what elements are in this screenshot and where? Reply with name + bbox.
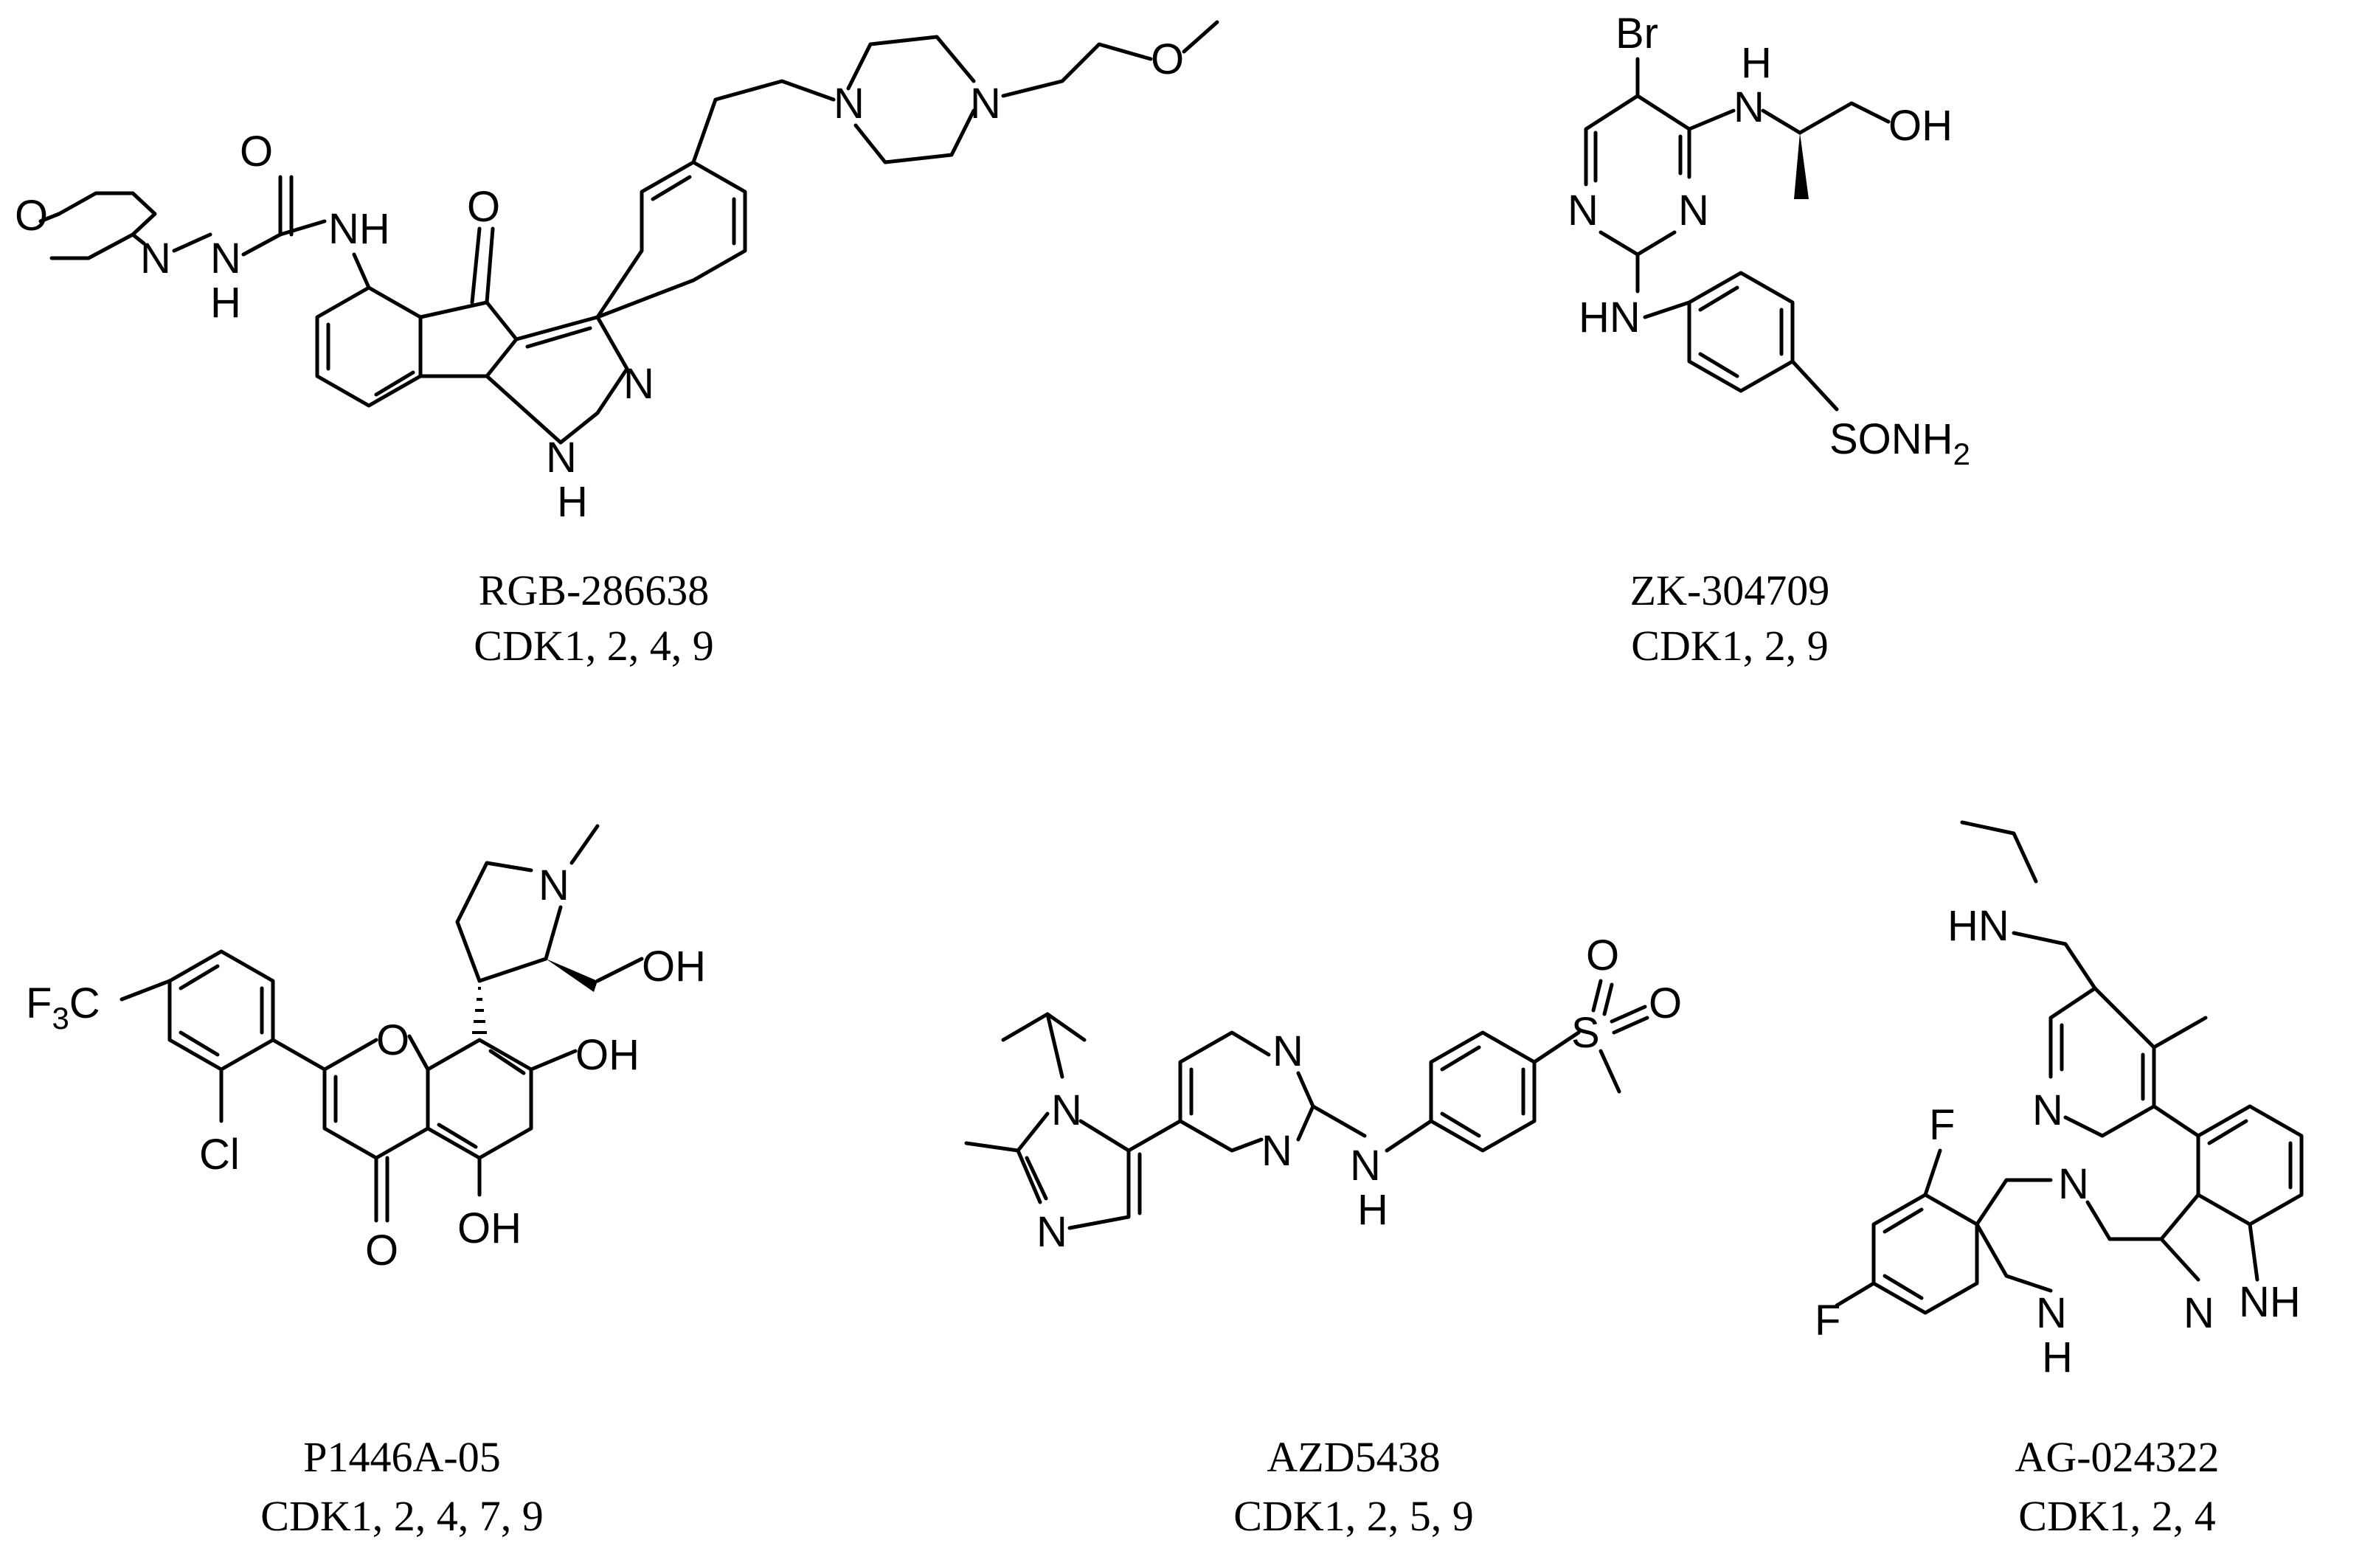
compound-name-5: AG-024322 — [2015, 1433, 2219, 1481]
atom-n-morpholine: N — [140, 235, 171, 282]
atom-f-1: F — [1929, 1101, 1955, 1149]
compound-targets-4: CDK1, 2, 5, 9 — [1233, 1492, 1473, 1540]
atom-h-hydrazide: H — [210, 279, 241, 327]
compound-targets-5: CDK1, 2, 4 — [2018, 1492, 2215, 1540]
atom-h-pyrazole: H — [557, 478, 588, 526]
atom-o-methoxy: O — [1151, 35, 1184, 83]
atom-oh-zk: OH — [1888, 102, 1953, 150]
structure-azd5438: N N N N N H S O O AZD5438 CDK1, 2, 5, 9 — [964, 932, 1682, 1540]
atom-nh-urea: NH — [328, 205, 390, 253]
hash-bond — [472, 987, 487, 1034]
atom-n-imidazole-2: N — [1036, 1208, 1067, 1256]
atom-n-pyrimidine-1: N — [1568, 187, 1599, 235]
atom-oh-a1: OH — [575, 1031, 640, 1079]
atom-hn-ethylamine: HN — [1947, 902, 2009, 950]
atom-h-amine: H — [1741, 39, 1772, 87]
atom-cl: Cl — [199, 1131, 240, 1179]
atom-oh-a2: OH — [457, 1204, 522, 1252]
atom-n-pyrrolidine: N — [538, 861, 569, 909]
atom-nh-benzimid: N — [2036, 1289, 2067, 1337]
atom-oh-pyrrolidine: OH — [642, 943, 706, 991]
atom-o-sulfonyl-2: O — [1649, 979, 1682, 1027]
atom-n-pyrazole: N — [623, 360, 654, 408]
atom-br: Br — [1615, 10, 1658, 58]
structure-zk-304709: Br N N N H OH HN SONH2 ZK-304709 CDK1, 2… — [1568, 10, 1970, 670]
atom-n-indazole: N — [2183, 1289, 2214, 1337]
structure-p1446a-05: F3C Cl O O OH OH — [26, 824, 706, 1540]
atom-nh-indazole: NH — [2239, 1278, 2301, 1326]
atom-n-azd-aniline: N — [1350, 1142, 1381, 1190]
compound-name-4: AZD5438 — [1267, 1433, 1440, 1481]
atom-n-benzimid-1: N — [2058, 1160, 2089, 1208]
atom-cf3: F3C — [26, 979, 100, 1035]
atom-n-pyr-2: N — [1261, 1127, 1292, 1175]
atom-sonh2: SONH2 — [1829, 415, 1970, 471]
compound-targets-1: CDK1, 2, 4, 9 — [474, 622, 713, 670]
atom-n-pyridine: N — [2032, 1086, 2063, 1134]
atom-n-pyrazole-h: N — [546, 434, 577, 482]
compound-targets-3: CDK1, 2, 4, 7, 9 — [260, 1492, 543, 1540]
atom-n-hydrazide: N — [210, 235, 241, 282]
atom-h-azd-aniline: H — [1357, 1186, 1388, 1234]
atom-n-pyrimidine-2: N — [1678, 187, 1709, 235]
atom-o-morpholine: O — [15, 192, 48, 240]
atom-n-imidazole-1: N — [1051, 1086, 1082, 1134]
atom-o-ketone: O — [467, 183, 500, 231]
atom-n-amine: N — [1733, 83, 1764, 131]
atom-n-pyr-1: N — [1272, 1027, 1303, 1075]
compound-name-1: RGB-286638 — [479, 566, 710, 614]
atom-f-2: F — [1815, 1297, 1840, 1345]
structure-ag-024322: HN N N NH N N H F F AG-024322 CDK1, 2, 4 — [1815, 820, 2304, 1540]
atom-n-piperazine-2: N — [970, 80, 1001, 128]
atom-o-sulfonyl-1: O — [1586, 932, 1619, 979]
atom-o-chromone: O — [376, 1016, 409, 1064]
compound-name-3: P1446A-05 — [303, 1433, 500, 1481]
compound-targets-2: CDK1, 2, 9 — [1631, 622, 1828, 670]
atom-o-chromone-ketone: O — [365, 1227, 398, 1274]
atom-s-sulfonyl: S — [1571, 1009, 1600, 1057]
atom-h-benzimid: H — [2042, 1333, 2073, 1381]
structure-rgb-286638: O N N H O NH O N N H — [15, 20, 1219, 670]
atom-hn-aniline: HN — [1579, 294, 1641, 341]
atom-o-urea: O — [240, 128, 273, 176]
compound-name-2: ZK-304709 — [1630, 566, 1830, 614]
